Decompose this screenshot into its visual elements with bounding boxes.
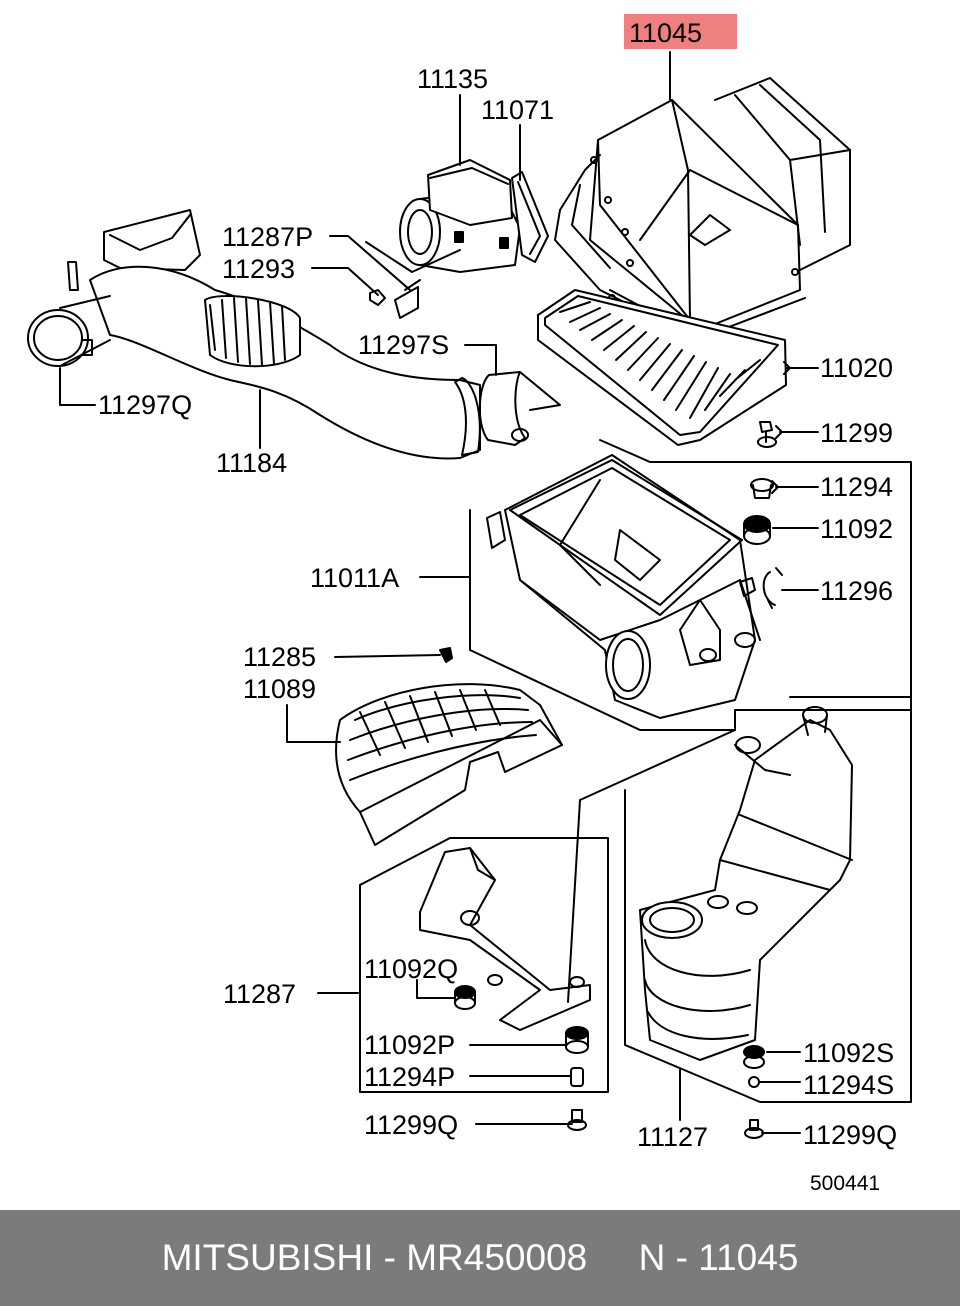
parts-diagram: 11045 11135 11071 11287P 11293 11297S 11…	[27, 14, 912, 1195]
label-11089: 11089	[243, 674, 316, 704]
small-parts-right-drawing	[439, 421, 783, 663]
label-11071: 11071	[481, 95, 554, 125]
footer-bar: MITSUBISHI - MR450008 N - 11045	[0, 1210, 960, 1306]
label-11092: 11092	[820, 514, 893, 544]
label-11092S: 11092S	[803, 1038, 894, 1068]
label-11297S: 11297S	[358, 330, 449, 360]
label-11287: 11287	[223, 979, 296, 1009]
highlight-box	[624, 14, 737, 49]
label-11092P: 11092P	[364, 1030, 455, 1060]
drawing-number: 500441	[810, 1172, 880, 1195]
footer-part-info: MITSUBISHI - MR450008 N - 11045	[161, 1237, 799, 1278]
label-11294P: 11294P	[364, 1062, 455, 1092]
label-11092Q: 11092Q	[364, 954, 458, 984]
air-cleaner-case-drawing	[486, 454, 761, 719]
label-11299Q-left: 11299Q	[364, 1110, 458, 1140]
label-11135: 11135	[417, 64, 488, 94]
label-11294S: 11294S	[803, 1070, 894, 1100]
leader-lines	[59, 51, 912, 1134]
part-labels: 11045 11135 11071 11287P 11293 11297S 11…	[98, 18, 897, 1195]
label-11297Q: 11297Q	[98, 390, 192, 420]
air-filter-element-drawing	[537, 289, 787, 446]
label-11296: 11296	[820, 576, 893, 606]
label-11299Q-right: 11299Q	[803, 1120, 897, 1150]
label-11045: 11045	[629, 18, 702, 48]
label-11294: 11294	[820, 472, 893, 502]
duct-cover-drawing	[335, 683, 563, 846]
label-11011A: 11011A	[310, 563, 399, 593]
label-11127: 11127	[637, 1122, 708, 1152]
air-flow-sensor-drawing	[399, 159, 549, 273]
label-11285: 11285	[243, 642, 316, 672]
resonator-drawing	[639, 706, 853, 1139]
label-11299: 11299	[820, 418, 893, 448]
bracket-drawing	[419, 847, 591, 1131]
intake-hose-drawing	[27, 209, 481, 460]
label-11293: 11293	[222, 254, 295, 284]
label-11020: 11020	[820, 353, 893, 383]
label-11287P: 11287P	[222, 222, 313, 252]
label-11184: 11184	[216, 448, 287, 478]
